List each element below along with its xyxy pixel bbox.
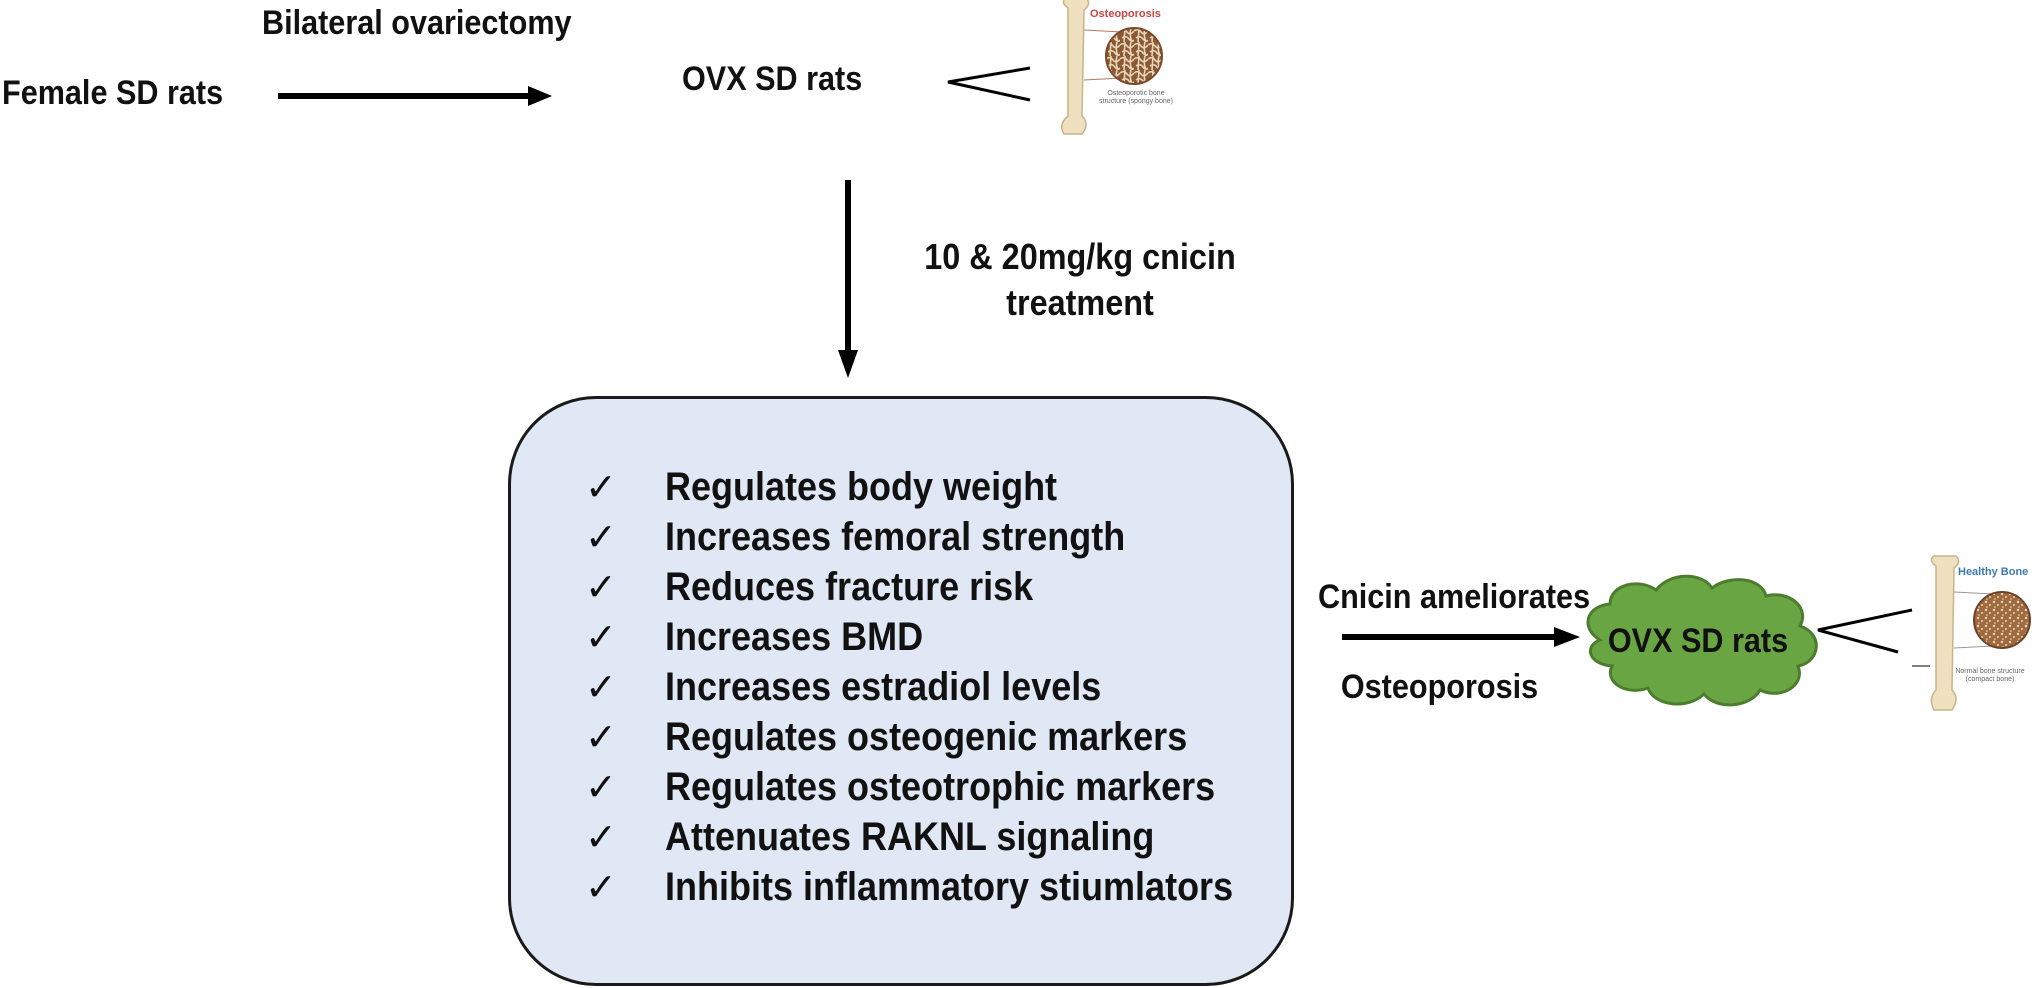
treatment-label-line1: 10 & 20mg/kg cnicin	[924, 236, 1236, 277]
effect-item: ✓ Regulates osteotrophic markers	[585, 762, 1296, 812]
outcome-arrow	[1342, 627, 1580, 647]
cloud-label: OVX SD rats	[1607, 622, 1789, 660]
check-icon: ✓	[585, 815, 617, 859]
ovariectomy-arrow	[278, 86, 552, 106]
treatment-arrow	[838, 180, 858, 378]
effect-text: Increases femoral strength	[665, 514, 1126, 559]
healthy-bracket	[1817, 608, 1913, 654]
treatment-label-line2: treatment	[1006, 282, 1154, 323]
effect-text: Increases BMD	[665, 614, 924, 659]
ovariectomy-label: Bilateral ovariectomy	[262, 4, 572, 42]
outcome-label-line2: Osteoporosis	[1340, 668, 1539, 706]
healthy-image-title: Healthy Bone	[1958, 566, 2029, 578]
check-icon: ✓	[585, 715, 617, 759]
effect-item: ✓ Inhibits inflammatory stiumlators	[585, 862, 1296, 912]
effect-item: ✓ Increases estradiol levels	[585, 662, 1296, 712]
effect-text: Reduces fracture risk	[665, 564, 1034, 609]
effect-item: ✓ Regulates body weight	[585, 462, 1296, 512]
effect-item: ✓ Increases femoral strength	[585, 512, 1296, 562]
ovx-sd-rats-label: OVX SD rats	[682, 60, 863, 98]
check-icon: ✓	[585, 665, 617, 709]
osteoporosis-bone-image	[1061, 0, 1163, 135]
check-icon: ✓	[585, 865, 617, 909]
effect-text: Inhibits inflammatory stiumlators	[665, 864, 1234, 909]
osteoporosis-image-title: Osteoporosis	[1090, 8, 1161, 20]
effect-text: Attenuates RAKNL signaling	[665, 814, 1155, 859]
female-sd-rats-label: Female SD rats	[2, 74, 224, 112]
effect-item: ✓ Attenuates RAKNL signaling	[585, 812, 1296, 862]
effect-item: ✓ Reduces fracture risk	[585, 562, 1296, 612]
effects-box	[508, 396, 1294, 986]
effect-text: Regulates body weight	[665, 464, 1058, 509]
effect-item: ✓ Regulates osteogenic markers	[585, 712, 1296, 762]
effect-text: Regulates osteotrophic markers	[665, 764, 1216, 809]
effect-item: ✓ Increases BMD	[585, 612, 1296, 662]
effects-list: ✓ Regulates body weight ✓ Increases femora…	[585, 462, 1296, 912]
healthy-image-caption: Normal bone structure (compact bone)	[1955, 668, 2025, 683]
outcome-label-line1: Cnicin ameliorates	[1318, 578, 1591, 616]
healthy-bone-image	[1912, 555, 2031, 711]
osteo-bracket	[947, 66, 1031, 102]
check-icon: ✓	[585, 515, 617, 559]
osteoporosis-image-caption: Osteoporotic bone structure (spongy bone…	[1099, 90, 1173, 105]
check-icon: ✓	[585, 465, 617, 509]
effect-text: Increases estradiol levels	[665, 664, 1102, 709]
check-icon: ✓	[585, 565, 617, 609]
ovx-cloud	[1586, 574, 1818, 707]
effect-text: Regulates osteogenic markers	[665, 714, 1188, 759]
check-icon: ✓	[585, 765, 617, 809]
check-icon: ✓	[585, 615, 617, 659]
